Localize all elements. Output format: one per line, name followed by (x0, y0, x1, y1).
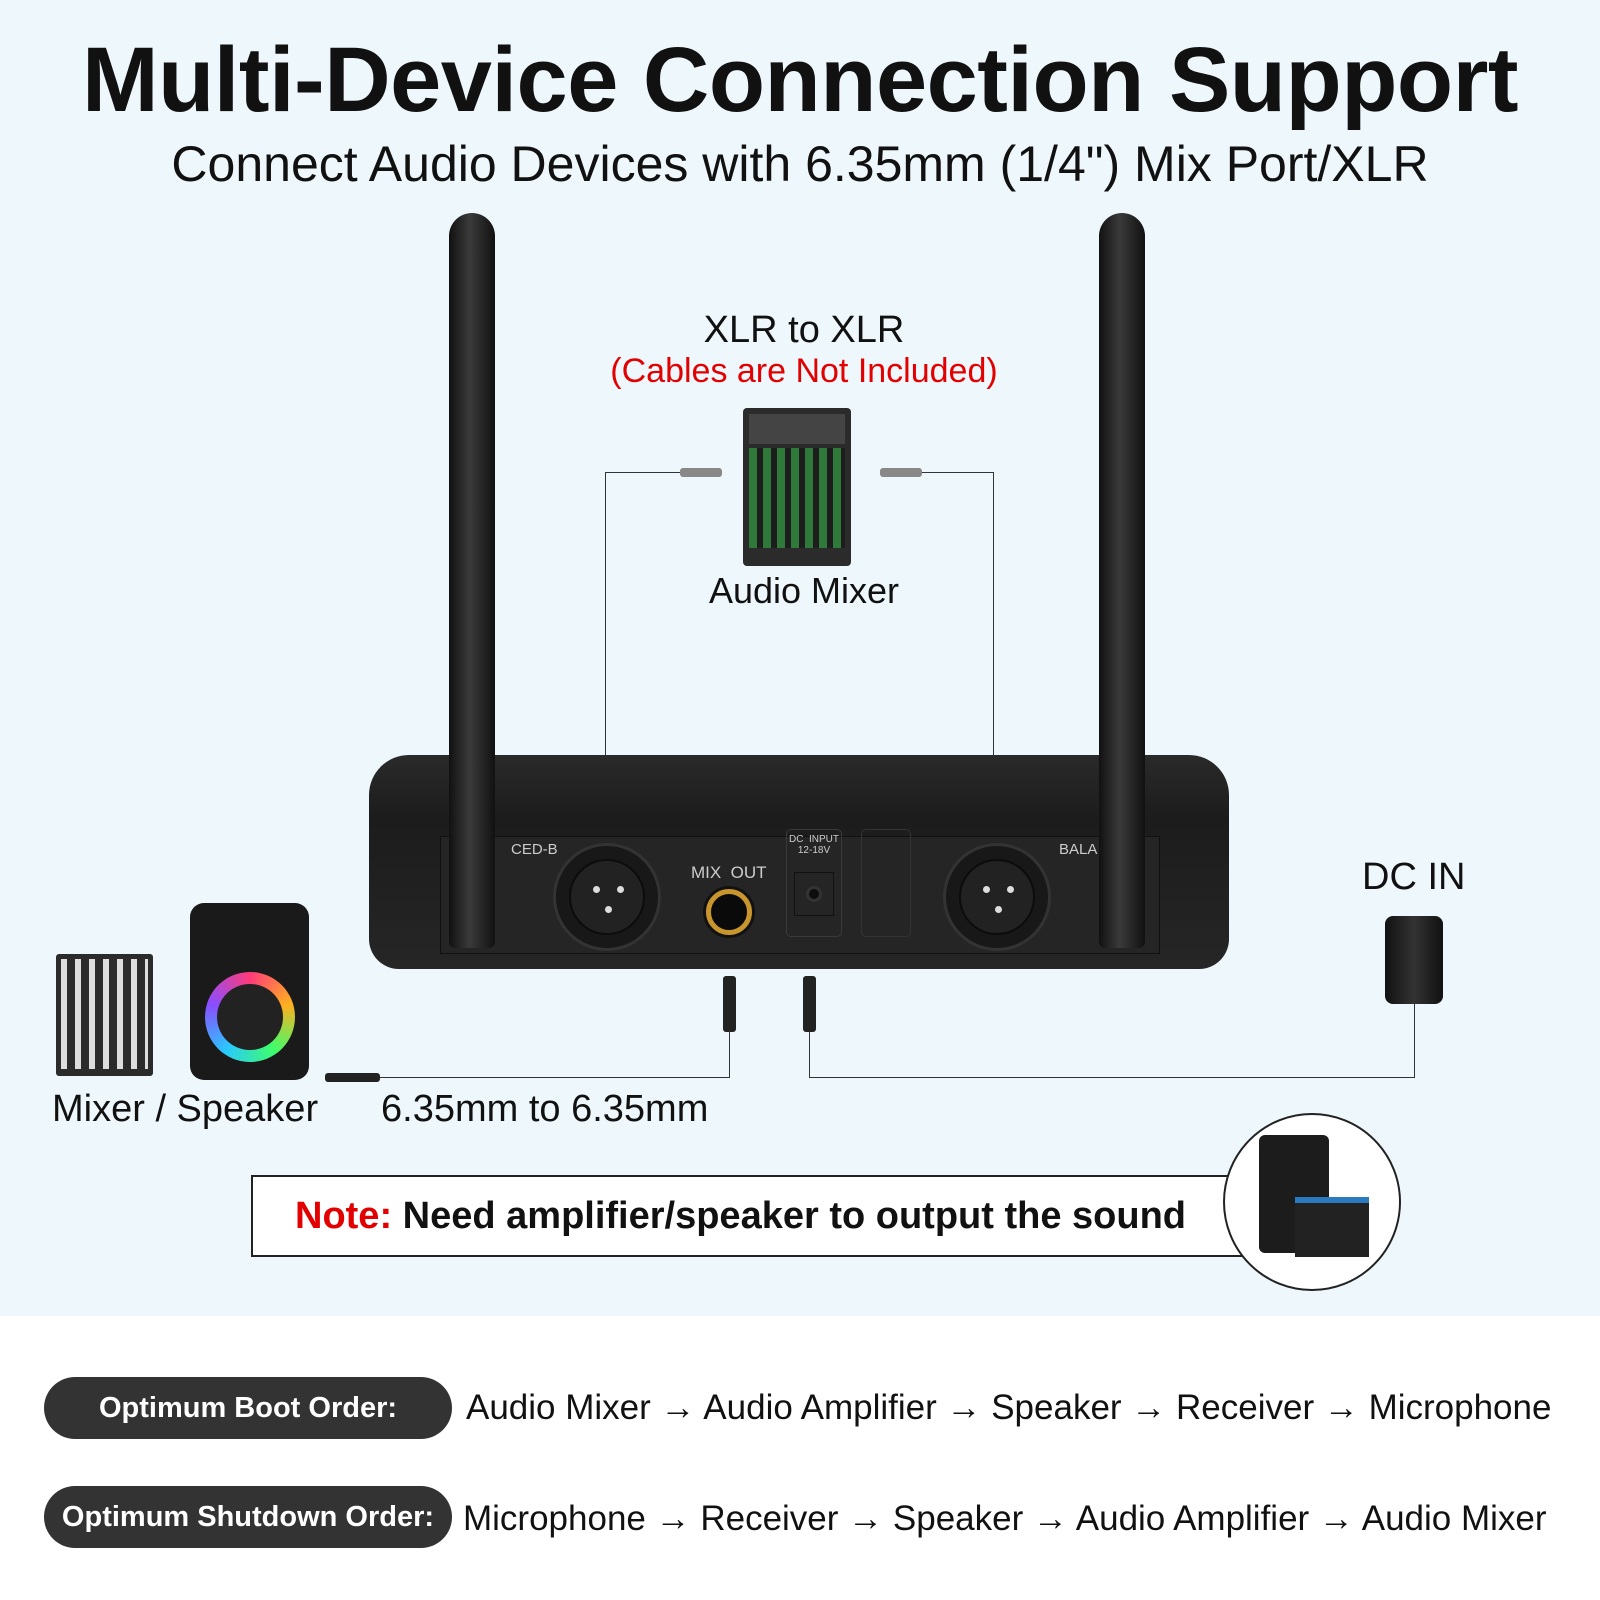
xlr-port-left[interactable] (553, 843, 661, 951)
mix-out-label: MIX OUT (691, 863, 767, 882)
cable-type-label: 6.35mm to 6.35mm (381, 1088, 709, 1130)
xlr-cable-right-vertical (993, 472, 994, 802)
boot-order-sequence: Audio Mixer → Audio Amplifier → Speaker … (466, 1388, 1552, 1427)
mixer-speaker-label: Mixer / Speaker (52, 1088, 319, 1130)
panel-right-text: BALA (1059, 841, 1098, 858)
shutdown-order-sequence: Microphone → Receiver → Speaker → Audio … (463, 1499, 1547, 1538)
dc-in-label: DC IN (1362, 856, 1466, 898)
dc-voltage-label: 12-18V (797, 845, 831, 856)
note-box: Note: Need amplifier/speaker to output t… (251, 1175, 1255, 1257)
background-panel (0, 0, 1600, 1316)
page-subtitle: Connect Audio Devices with 6.35mm (1/4")… (171, 136, 1429, 192)
blank-plate (861, 829, 911, 937)
jack-plug-end (325, 1073, 380, 1082)
cables-not-included-note: (Cables are Not Included) (610, 352, 998, 390)
small-mixer-image (56, 954, 153, 1076)
antenna-right (1099, 213, 1145, 948)
xlr-label: XLR to XLR (703, 309, 905, 351)
dc-input-label: DC INPUT (789, 834, 839, 845)
dc-input-area: DC INPUT 12-18V (786, 829, 842, 937)
jack-cable-vertical (729, 1030, 730, 1078)
xlr-cable-left-vertical (605, 472, 606, 802)
jack-plug (723, 976, 736, 1032)
speaker-image (190, 903, 309, 1080)
receiver-rear-panel: CED-B BALA MIX OUT DC INPUT 12-18V (440, 829, 1160, 954)
xlr-plug-left (680, 468, 722, 477)
dc-cable-horizontal (809, 1077, 1415, 1078)
xlr-port-right[interactable] (943, 843, 1051, 951)
note-prefix: Note: (295, 1194, 393, 1237)
dc-plug (803, 976, 816, 1032)
note-text: Need amplifier/speaker to output the sou… (392, 1194, 1186, 1237)
xlr-cable-left (605, 472, 680, 473)
power-adapter-image (1385, 916, 1443, 1004)
xlr-cable-right (922, 472, 994, 473)
audio-mixer-label: Audio Mixer (708, 570, 900, 611)
panel-left-text: CED-B (511, 841, 558, 858)
page-title: Multi-Device Connection Support (81, 29, 1519, 131)
dc-cable-vertical (1414, 1004, 1415, 1078)
antenna-left (449, 213, 495, 948)
boot-order-pill: Optimum Boot Order: (44, 1377, 452, 1439)
dc-input-jack[interactable] (794, 872, 834, 916)
jack-cable-horizontal (378, 1077, 730, 1078)
mix-out-jack[interactable] (706, 889, 752, 935)
audio-mixer-image (743, 408, 851, 566)
dc-cable-up (809, 1030, 810, 1078)
amplifier-speaker-image (1223, 1113, 1401, 1291)
xlr-plug-right (880, 468, 922, 477)
shutdown-order-pill: Optimum Shutdown Order: (44, 1486, 452, 1548)
